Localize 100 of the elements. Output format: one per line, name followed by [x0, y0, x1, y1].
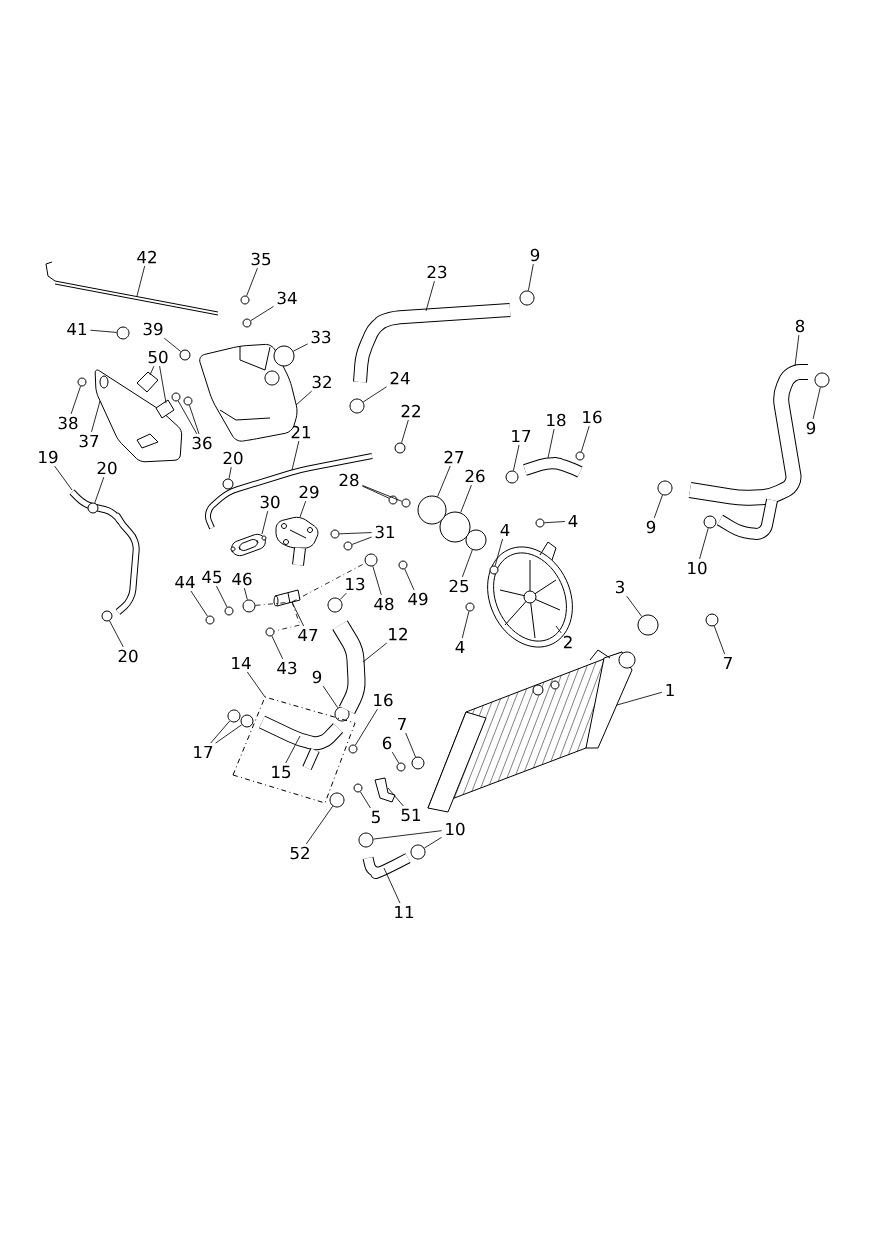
nut-icon: [394, 442, 406, 454]
callout-number: 1: [666, 683, 674, 697]
bolt-icon: [343, 541, 353, 551]
seal-icon: [242, 318, 252, 328]
bolt-icon: [330, 529, 340, 539]
callout-number: 17: [194, 745, 213, 759]
callout-number: 19: [39, 450, 58, 464]
leader-line: [527, 263, 534, 292]
dash-dot-frame: [232, 696, 356, 804]
grommet-icon: [411, 756, 425, 770]
leader-line: [189, 404, 200, 435]
leader-line: [461, 549, 473, 578]
callout-number: 51: [401, 808, 421, 822]
leader-line: [228, 466, 232, 480]
leader-line: [437, 465, 451, 498]
pump-cover-drawing: [275, 516, 319, 566]
callout-number: 38: [58, 416, 78, 430]
leader-line: [90, 329, 117, 333]
bolt-icon: [265, 627, 275, 637]
clip-icon: [179, 349, 191, 361]
leader-line: [653, 494, 663, 519]
leader-line: [383, 867, 401, 904]
grommet-icon: [116, 326, 130, 340]
leader-line: [616, 691, 663, 706]
callout-number: 9: [312, 670, 322, 684]
leader-line: [136, 265, 146, 297]
callout-number: 49: [408, 592, 428, 606]
bolt-icon: [348, 744, 358, 754]
callout-number: 3: [616, 580, 624, 594]
callout-number: 13: [346, 577, 365, 591]
label-drawing: [136, 371, 159, 393]
leader-line: [405, 732, 416, 758]
bolt-icon: [171, 392, 181, 402]
leader-line: [401, 419, 409, 444]
bolt-icon: [575, 451, 585, 461]
leader-line: [215, 724, 243, 744]
leader-line: [159, 365, 167, 404]
thermostat-icon: [465, 529, 487, 551]
leader-line: [250, 306, 274, 322]
leader-line: [362, 386, 387, 403]
leader-line: [362, 642, 388, 663]
hose-drawing: [353, 303, 511, 383]
leader-line: [339, 532, 372, 535]
callout-number: 10: [446, 822, 465, 836]
leader-line: [163, 337, 182, 352]
leader-line: [299, 500, 307, 518]
callout-number: 9: [530, 248, 540, 262]
leader-line: [285, 735, 301, 764]
grommet-icon: [705, 613, 719, 627]
leader-line: [372, 565, 382, 596]
callout-number: 7: [724, 656, 732, 670]
bolt-icon: [353, 783, 363, 793]
o-ring-icon: [227, 709, 241, 723]
callout-number: 31: [375, 525, 395, 539]
callout-number: 9: [646, 520, 656, 534]
hose-drawing: [205, 453, 373, 530]
callout-number: 26: [465, 469, 485, 483]
callout-number: 33: [311, 330, 331, 344]
callout-number: 8: [795, 319, 805, 333]
clamp-icon: [334, 706, 350, 722]
callout-number: 10: [688, 561, 707, 575]
o-ring-icon: [505, 470, 519, 484]
housing-icon: [417, 495, 447, 525]
callout-number: 20: [118, 649, 138, 663]
callout-number: 50: [148, 350, 168, 364]
clamp-icon: [410, 844, 426, 860]
o-ring-icon: [240, 714, 254, 728]
callout-number: 35: [251, 252, 271, 266]
callout-number: 16: [583, 410, 602, 424]
callout-number: 36: [192, 436, 212, 450]
leader-line: [243, 587, 248, 601]
hose-drawing: [362, 853, 411, 880]
callout-number: 6: [382, 736, 392, 750]
callout-number: 4: [455, 640, 465, 654]
callout-number: 46: [232, 572, 252, 586]
callout-number: 48: [374, 597, 394, 611]
callout-number: 43: [277, 661, 297, 675]
leader-line: [354, 708, 378, 746]
leader-line: [362, 485, 403, 502]
callout-number: 14: [232, 656, 251, 670]
bolt-icon: [398, 560, 408, 570]
leader-line: [261, 510, 269, 535]
leader-line: [109, 620, 124, 648]
callout-number: 34: [277, 291, 297, 305]
leader-line: [373, 830, 442, 840]
hose-drawing: [332, 620, 366, 714]
callout-number: 7: [398, 717, 406, 731]
callout-number: 45: [202, 570, 222, 584]
cap-icon: [273, 345, 295, 367]
leader-line: [94, 476, 105, 504]
leader-line: [295, 390, 313, 406]
bracket-drawing: [374, 777, 396, 803]
leader-line: [547, 428, 555, 459]
leader-line: [291, 440, 300, 471]
spacer-drawing: [273, 589, 301, 607]
leader-line: [387, 787, 404, 807]
clamp-icon: [358, 832, 374, 848]
leader-line: [216, 585, 228, 608]
leader-line: [494, 538, 503, 567]
callout-number: 39: [143, 322, 163, 336]
